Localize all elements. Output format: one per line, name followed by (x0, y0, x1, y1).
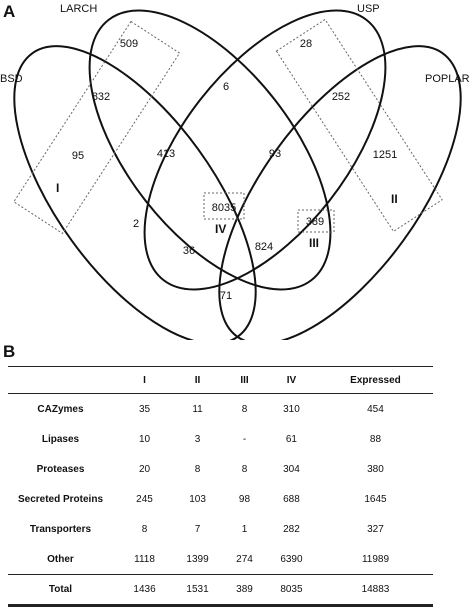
group-label-ii: II (391, 192, 398, 206)
table-cell: 1645 (364, 493, 387, 505)
count-larch-usp-poplar: 93 (269, 148, 281, 160)
table-row: Transporters 8 7 1 282 327 (8, 514, 433, 544)
count-bsd-usp: 2 (133, 218, 139, 230)
table-cell: 20 (138, 463, 151, 475)
count-poplar-only: 1251 (373, 149, 397, 161)
count-bsd-larch-poplar: 824 (255, 241, 273, 253)
panel-a-letter: A (3, 2, 16, 21)
column-header: III (224, 366, 265, 394)
table-cell: 8 (241, 403, 248, 415)
column-header: I (118, 366, 172, 394)
set-label-larch: LARCH (60, 3, 97, 15)
ellipse-larch (88, 9, 332, 291)
table-cell: - (242, 433, 247, 445)
panel-b-letter: B (3, 342, 16, 361)
table-cell: 327 (367, 523, 384, 535)
ellipse-bsd (13, 45, 257, 340)
ellipse-poplar (218, 45, 462, 340)
group-box-iv (203, 192, 245, 220)
table-cell: 380 (367, 463, 384, 475)
table-cell: 274 (236, 553, 253, 565)
row-label: Other (47, 553, 74, 565)
row-label: Lipases (41, 433, 80, 445)
table-cell: 88 (369, 433, 382, 445)
set-label-usp: USP (357, 3, 380, 15)
table-cell: 35 (138, 403, 151, 415)
table-row: Proteases 20 8 8 304 380 (8, 454, 433, 484)
ellipse-usp (143, 9, 387, 291)
table-cell: 310 (283, 403, 300, 415)
table-cell: 7 (194, 523, 201, 535)
table-cell: 11989 (361, 553, 390, 565)
column-header: Expressed (317, 366, 433, 394)
count-larch-usp: 6 (223, 81, 229, 93)
table-cell: 454 (367, 403, 384, 415)
table-cell: 304 (283, 463, 300, 475)
table-cell: 61 (285, 433, 297, 445)
group-box-iii (297, 209, 335, 233)
count-usp-only: 28 (300, 38, 312, 50)
table-cell: 8 (194, 463, 201, 475)
panel-b-table: B I II III IV Expressed CAZymes 35 11 8 … (0, 342, 474, 607)
column-header: II (171, 366, 225, 394)
table-cell: 10 (138, 433, 151, 445)
count-larch-only: 509 (120, 38, 138, 50)
table-cell: 8 (241, 463, 248, 475)
count-bsd-poplar: 71 (220, 290, 232, 302)
count-bsd-larch: 832 (92, 91, 110, 103)
table-cell: 3 (194, 433, 201, 445)
table-row: CAZymes 35 11 8 310 454 (8, 394, 433, 425)
table-cell: 6390 (280, 553, 303, 565)
group-box-i (13, 20, 181, 235)
count-bsd-only: 95 (72, 150, 84, 162)
set-label-bsd: BSD (0, 73, 23, 85)
table-cell: 1 (241, 523, 248, 535)
column-header (8, 366, 118, 394)
count-bsd-usp-poplar: 36 (183, 245, 195, 257)
column-header: IV (264, 366, 318, 394)
table-header-row: I II III IV Expressed (8, 366, 433, 394)
table-cell: 103 (189, 493, 206, 505)
table-row: Secreted Proteins 245 103 98 688 1645 (8, 484, 433, 514)
table-cell: 11 (192, 403, 203, 415)
table-row: Other 1118 1399 274 6390 11989 (8, 544, 433, 575)
row-label: Transporters (29, 523, 92, 535)
table-cell: 1399 (186, 553, 209, 565)
group-label-i: I (56, 181, 59, 195)
count-larch-poplar: 389 (306, 216, 324, 228)
row-label: CAZymes (37, 403, 84, 415)
table-cell: 8 (141, 523, 148, 535)
row-label: Proteases (36, 463, 85, 475)
count-all-four: 8035 (212, 202, 236, 214)
count-usp-poplar: 252 (332, 91, 350, 103)
row-label: Secreted Proteins (17, 493, 104, 505)
table-cell: 688 (283, 493, 300, 505)
table-row: Lipases 10 3 - 61 88 (8, 424, 433, 454)
table-cell: 282 (283, 523, 300, 535)
group-box-ii (275, 18, 443, 233)
table-cell: 245 (136, 493, 153, 505)
group-label-iii: III (309, 236, 319, 250)
venn-svg: LARCH USP BSD POPLAR 509 28 832 6 252 95… (0, 3, 470, 340)
table-cell: 1118 (134, 553, 155, 565)
set-label-poplar: POPLAR (425, 73, 470, 85)
group-label-iv: IV (215, 222, 226, 236)
table-cell: 98 (238, 493, 251, 505)
summary-table: I II III IV Expressed CAZymes 35 11 8 31… (8, 366, 433, 607)
count-bsd-larch-usp: 413 (157, 148, 175, 160)
